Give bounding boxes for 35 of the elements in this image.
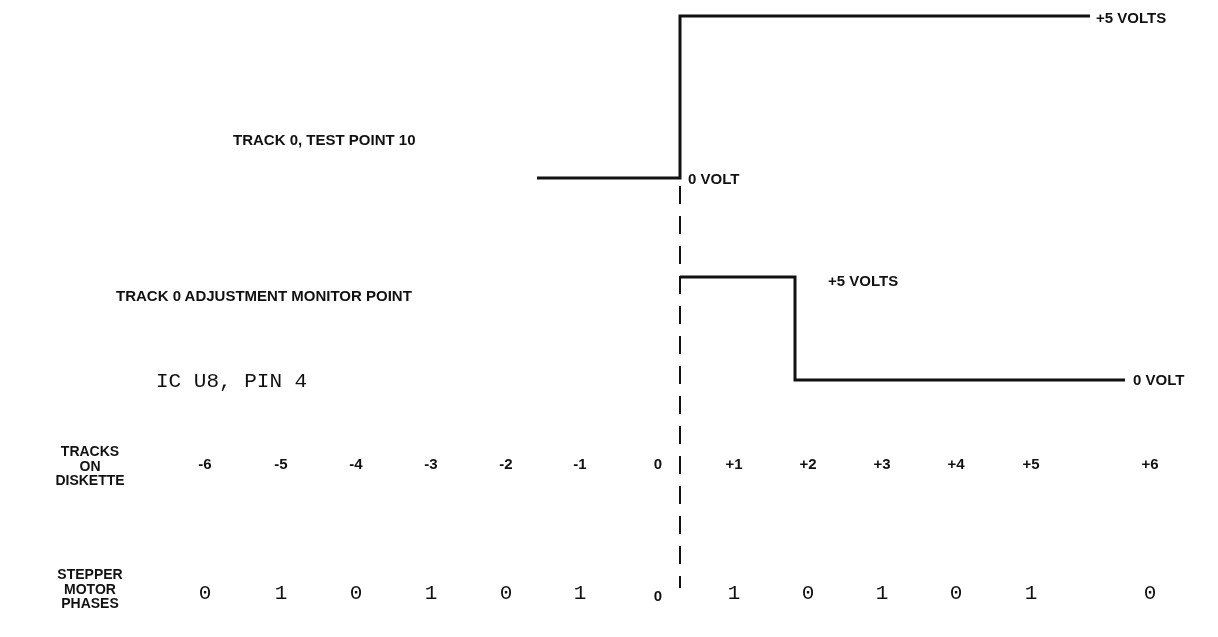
track-number: -3	[424, 456, 438, 473]
phase-value: 0	[1143, 582, 1157, 606]
track-number: +5	[1022, 456, 1040, 473]
phase-value: 1	[424, 582, 438, 606]
voltage-label: +5 VOLTS	[1096, 10, 1167, 27]
phase-value: 1	[727, 582, 741, 606]
track-number: -4	[349, 456, 363, 473]
track-number: -1	[573, 456, 587, 473]
phase-value: 0	[499, 582, 513, 606]
phase-value: 0	[653, 588, 663, 605]
pin-label: IC U8, PIN 4	[156, 370, 308, 394]
phase-value: 0	[949, 582, 963, 606]
phase-value: 0	[198, 582, 212, 606]
phase-value: 1	[875, 582, 889, 606]
signal-name: TRACK 0 ADJUSTMENT MONITOR POINT	[116, 288, 412, 305]
phase-value: 0	[801, 582, 815, 606]
phase-value: 0	[349, 582, 363, 606]
track-number: -2	[499, 456, 513, 473]
track-number: +1	[725, 456, 743, 473]
phase-value: 1	[274, 582, 288, 606]
track-number: 0	[653, 456, 663, 473]
track-number: -6	[198, 456, 212, 473]
track-number: +2	[799, 456, 817, 473]
row-heading: STEPPER MOTOR PHASES	[56, 567, 124, 612]
phase-value: 1	[573, 582, 587, 606]
track-number: +3	[873, 456, 891, 473]
track-number: -5	[274, 456, 288, 473]
signal-name: TRACK 0, TEST POINT 10	[233, 132, 416, 149]
voltage-label: 0 VOLT	[1133, 372, 1185, 389]
track-number: +6	[1141, 456, 1159, 473]
phase-value: 1	[1024, 582, 1038, 606]
voltage-label: 0 VOLT	[688, 171, 740, 188]
row-heading: TRACKS ON DISKETTE	[54, 444, 126, 489]
voltage-label: +5 VOLTS	[828, 273, 899, 290]
track-number: +4	[947, 456, 965, 473]
